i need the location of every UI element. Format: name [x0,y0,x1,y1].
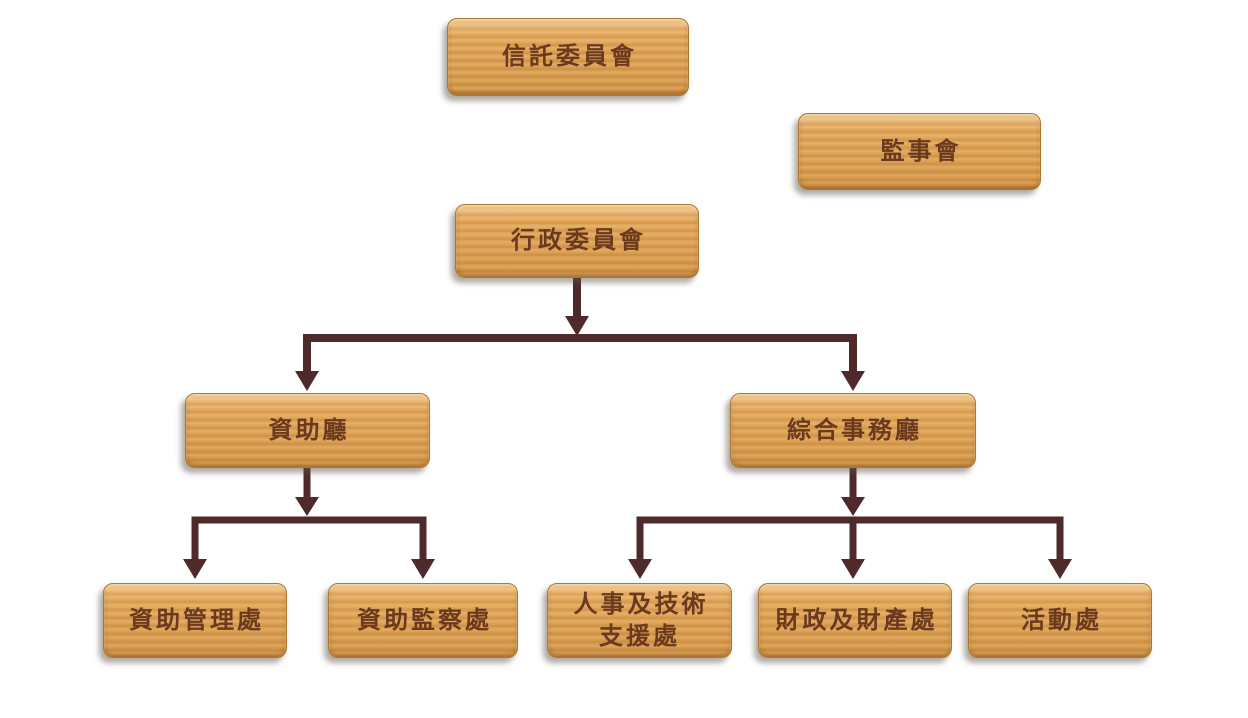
org-node-finance-property: 財政及財產處 [758,583,952,658]
org-node-label: 活動處 [1021,605,1102,634]
org-node-supervisory-board: 監事會 [798,113,1041,190]
org-node-administrative-committee: 行政委員會 [455,204,699,278]
org-node-label: 監事會 [880,136,962,165]
org-node-label: 資助廳 [268,415,350,444]
org-node-label: 財政及財產處 [775,605,938,634]
org-node-funding-monitoring: 資助監察處 [328,583,518,658]
connector-general-to-divisions [628,468,1072,579]
org-node-label: 人事及技術 支援處 [573,590,709,650]
org-node-label: 綜合事務廳 [787,415,922,444]
org-node-personnel-tech-support: 人事及技術 支援處 [547,583,732,658]
org-node-funding-hall: 資助廳 [185,393,430,468]
org-node-label: 行政委員會 [511,226,646,255]
org-node-label: 資助監察處 [357,605,492,634]
org-node-label: 資助管理處 [129,605,264,634]
connector-funding-to-divisions [183,468,435,579]
org-node-trust-committee: 信託委員會 [447,18,689,96]
org-node-label: 信託委員會 [502,42,637,71]
org-node-funding-management: 資助管理處 [103,583,287,658]
org-node-general-affairs-hall: 綜合事務廳 [730,393,976,468]
connector-admin-to-halls [295,278,865,391]
org-node-activities-division: 活動處 [968,583,1152,658]
